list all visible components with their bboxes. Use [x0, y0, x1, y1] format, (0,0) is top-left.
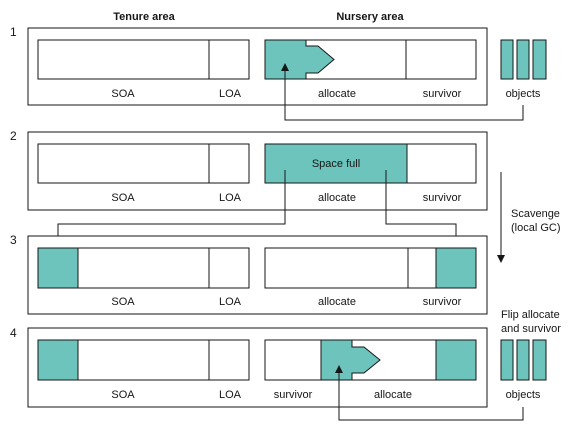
objects-to-allocate-arrow	[281, 63, 524, 121]
loa-label: LOA	[219, 88, 242, 100]
survivor-label: survivor	[274, 389, 313, 401]
space-full-label: Space full	[312, 158, 360, 170]
objects-label: objects	[506, 88, 541, 100]
survivor-label: survivor	[423, 88, 462, 100]
step-number: 1	[10, 25, 17, 39]
allocate-label: allocate	[374, 389, 412, 401]
loa-label: LOA	[219, 389, 242, 401]
scavenge-note-line1: Scavenge	[511, 208, 560, 220]
objects-to-allocate-arrow	[335, 365, 524, 421]
soa-label: SOA	[111, 192, 135, 204]
step-1: 1 SOA LOA allocate survivor objects	[10, 25, 547, 121]
loa-region	[208, 247, 250, 289]
loa-region	[208, 143, 250, 184]
soa-label: SOA	[111, 88, 135, 100]
soa-label: SOA	[111, 296, 135, 308]
flipped-fill	[435, 339, 477, 381]
soa-label: SOA	[111, 389, 135, 401]
survivor-fill	[435, 247, 477, 289]
loa-region	[208, 39, 250, 80]
loa-label: LOA	[219, 192, 242, 204]
objects-label: objects	[506, 389, 541, 401]
survivor-label: survivor	[423, 296, 462, 308]
step-4: 4 SOA LOA survivor allocate objects	[10, 326, 547, 421]
allocate-label: allocate	[318, 192, 356, 204]
tenure-area-header: Tenure area	[113, 11, 175, 23]
soa-promoted-fill	[37, 339, 79, 381]
loa-label: LOA	[219, 296, 242, 308]
objects-icon	[500, 339, 547, 381]
step-number: 4	[10, 326, 17, 340]
soa-region	[37, 39, 210, 80]
flip-note-line1: Flip allocate	[501, 309, 560, 321]
objects-icon	[500, 39, 547, 80]
scavenge-note-line2: (local GC)	[511, 222, 561, 234]
soa-promoted-fill	[37, 247, 79, 289]
allocate-label: allocate	[318, 88, 356, 100]
step-number: 3	[10, 233, 17, 247]
allocate-full-region	[264, 143, 408, 184]
flip-note-line2: and survivor	[501, 323, 561, 335]
nursery-area-header: Nursery area	[336, 11, 404, 23]
soa-region	[37, 143, 210, 184]
allocate-label: allocate	[318, 296, 356, 308]
step-2: 2 Space full SOA LOA allocate survivor	[10, 129, 488, 211]
survivor-label: survivor	[423, 192, 462, 204]
step-number: 2	[10, 129, 17, 143]
step-3: 3 SOA LOA allocate survivor	[10, 233, 488, 315]
loa-region	[208, 339, 250, 381]
